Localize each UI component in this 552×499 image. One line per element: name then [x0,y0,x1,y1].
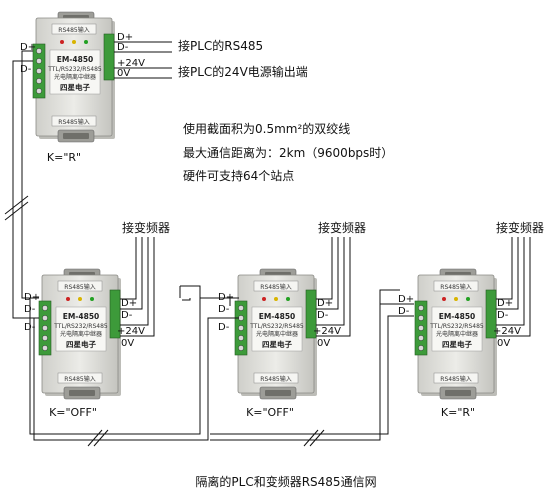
break-mark-bottom-2 [93,429,109,447]
wire-bm-inv-2 [316,237,339,310]
module-top-port-bottom: RS485输入 [58,118,89,126]
k-label-bottom-right: K="R" [441,406,475,419]
module-top-line2: 光电隔离中继器 [54,73,96,81]
module-bottom-right: RS485输入 EM-4850 TTL/RS232/RS485 光电隔离中继器 … [414,268,498,400]
break-mark-left-1 [4,195,29,215]
bl-right-dplus: D+ [121,298,137,309]
module-br-line1: TTL/RS232/RS485 [429,323,484,330]
top-right-dplus: D+ [117,32,133,43]
bm-right-dplus: D+ [317,298,333,309]
bus-dplus-middle-to-right [210,303,414,441]
bm-left-dminus: D- [218,304,230,315]
module-bl-brand: 四星电子 [66,339,96,349]
module-bm-line2: 光电隔离中继器 [256,330,298,338]
note-cable: 使用截面积为0.5mm²的双绞线 [183,121,350,136]
diagram-title: 隔离的PLC和变频器RS485通信网 [195,474,376,489]
module-br-port-top: RS485输入 [440,283,471,291]
label-plc-power: 接PLC的24V电源输出端 [178,64,308,79]
module-top-port-top: RS485输入 [58,26,89,34]
wire-bl-inv-2 [120,237,143,310]
top-right-dminus: D- [117,42,129,53]
label-inverter-left: 接变频器 [122,220,170,235]
wire-bm-inv-4 [316,237,351,337]
module-bottom-middle: RS485输入 EM-4850 TTL/RS232/RS485 光电隔离中继器 … [234,268,318,400]
top-left-dminus: D- [20,64,32,75]
bl-right-0v: 0V [121,338,134,349]
bm-right-24v: +24V [313,326,341,337]
wire-bl-inv-1 [120,237,137,300]
break-mark-bottom-4 [309,429,325,447]
module-br-line2: 光电隔离中继器 [436,330,478,338]
module-bl-model: EM-4850 [63,312,100,321]
bus-dminus-middle-to-right [210,315,414,435]
k-label-bottom-middle: K="OFF" [246,406,294,419]
bm-left-dminus-2: D- [218,322,230,333]
top-left-dplus: D+ [20,42,36,53]
wire-br-inv-4 [496,237,531,337]
bus-dminus-left-to-middle [33,317,239,441]
bus-stub-middle [229,297,239,306]
module-bm-port-bottom: RS485输入 [260,375,291,383]
break-mark-bottom-1 [87,429,103,447]
module-bl-line1: TTL/RS232/RS485 [53,323,108,330]
k-label-bottom-left: K="OFF" [49,406,97,419]
br-right-dplus: D+ [497,298,513,309]
module-bottom-left: RS485输入 EM-4850 TTL/RS232/RS485 光电隔离中继器 … [38,268,122,400]
module-bm-model: EM-4850 [259,312,296,321]
module-bl-right-terminals [109,289,121,339]
bm-right-dminus: D- [317,310,329,321]
module-bm-port-top: RS485输入 [260,283,291,291]
module-bl-port-bottom: RS485输入 [64,375,95,383]
bus-dminus-top-to-left [12,60,39,319]
module-bm-line1: TTL/RS232/RS485 [249,323,304,330]
module-bm-right-terminals [305,289,317,339]
module-br-port-bottom: RS485输入 [440,375,471,383]
module-top: RS485输入 EM-4850 TTL/RS232/RS485 光电隔离中继器 … [32,11,116,143]
break-mark-bottom-3 [303,429,319,447]
note-stations: 硬件可支持64个站点 [183,168,294,183]
top-right-24v: +24V [117,58,145,69]
br-right-0v: 0V [497,338,510,349]
bl-right-dminus: D- [121,310,133,321]
module-top-model: EM-4850 [57,55,94,64]
label-inverter-right: 接变频器 [496,220,544,235]
module-bl-port-top: RS485输入 [64,283,95,291]
wire-bl-inv-3 [120,237,149,326]
br-right-24v: +24V [493,326,521,337]
break-mark-left-2 [4,201,29,221]
br-left-dminus: D- [398,306,410,317]
wire-br-inv-2 [496,237,519,310]
label-inverter-middle: 接变频器 [318,220,366,235]
bus-cross-1 [180,285,201,298]
bus-vertical-right [379,289,400,304]
wire-bm-inv-1 [316,237,333,300]
module-br-brand: 四星电子 [442,339,472,349]
note-distance: 最大通信距离为：2km（9600bps时） [183,145,393,160]
bus-dplus-left-to-middle [29,297,239,435]
module-top-line1: TTL/RS232/RS485 [47,66,102,73]
wire-bl-inv-4 [120,237,155,337]
module-bm-brand: 四星电子 [262,339,292,349]
module-br-model: EM-4850 [439,312,476,321]
module-top-right-terminals [103,33,115,81]
top-right-0v: 0V [117,68,130,79]
br-right-dminus: D- [497,310,509,321]
k-label-top: K="R" [47,151,81,164]
bm-right-0v: 0V [317,338,330,349]
wire-br-inv-1 [496,237,513,300]
wire-br-inv-3 [496,237,525,326]
br-left-dplus: D+ [398,294,414,305]
module-bl-line2: 光电隔离中继器 [60,330,102,338]
label-plc-rs485: 接PLC的RS485 [178,38,263,53]
wire-bm-inv-3 [316,237,345,326]
bus-stub-left [182,298,191,301]
module-top-brand: 四星电子 [60,82,90,92]
module-br-right-terminals [485,289,497,339]
bl-right-24v: +24V [117,326,145,337]
